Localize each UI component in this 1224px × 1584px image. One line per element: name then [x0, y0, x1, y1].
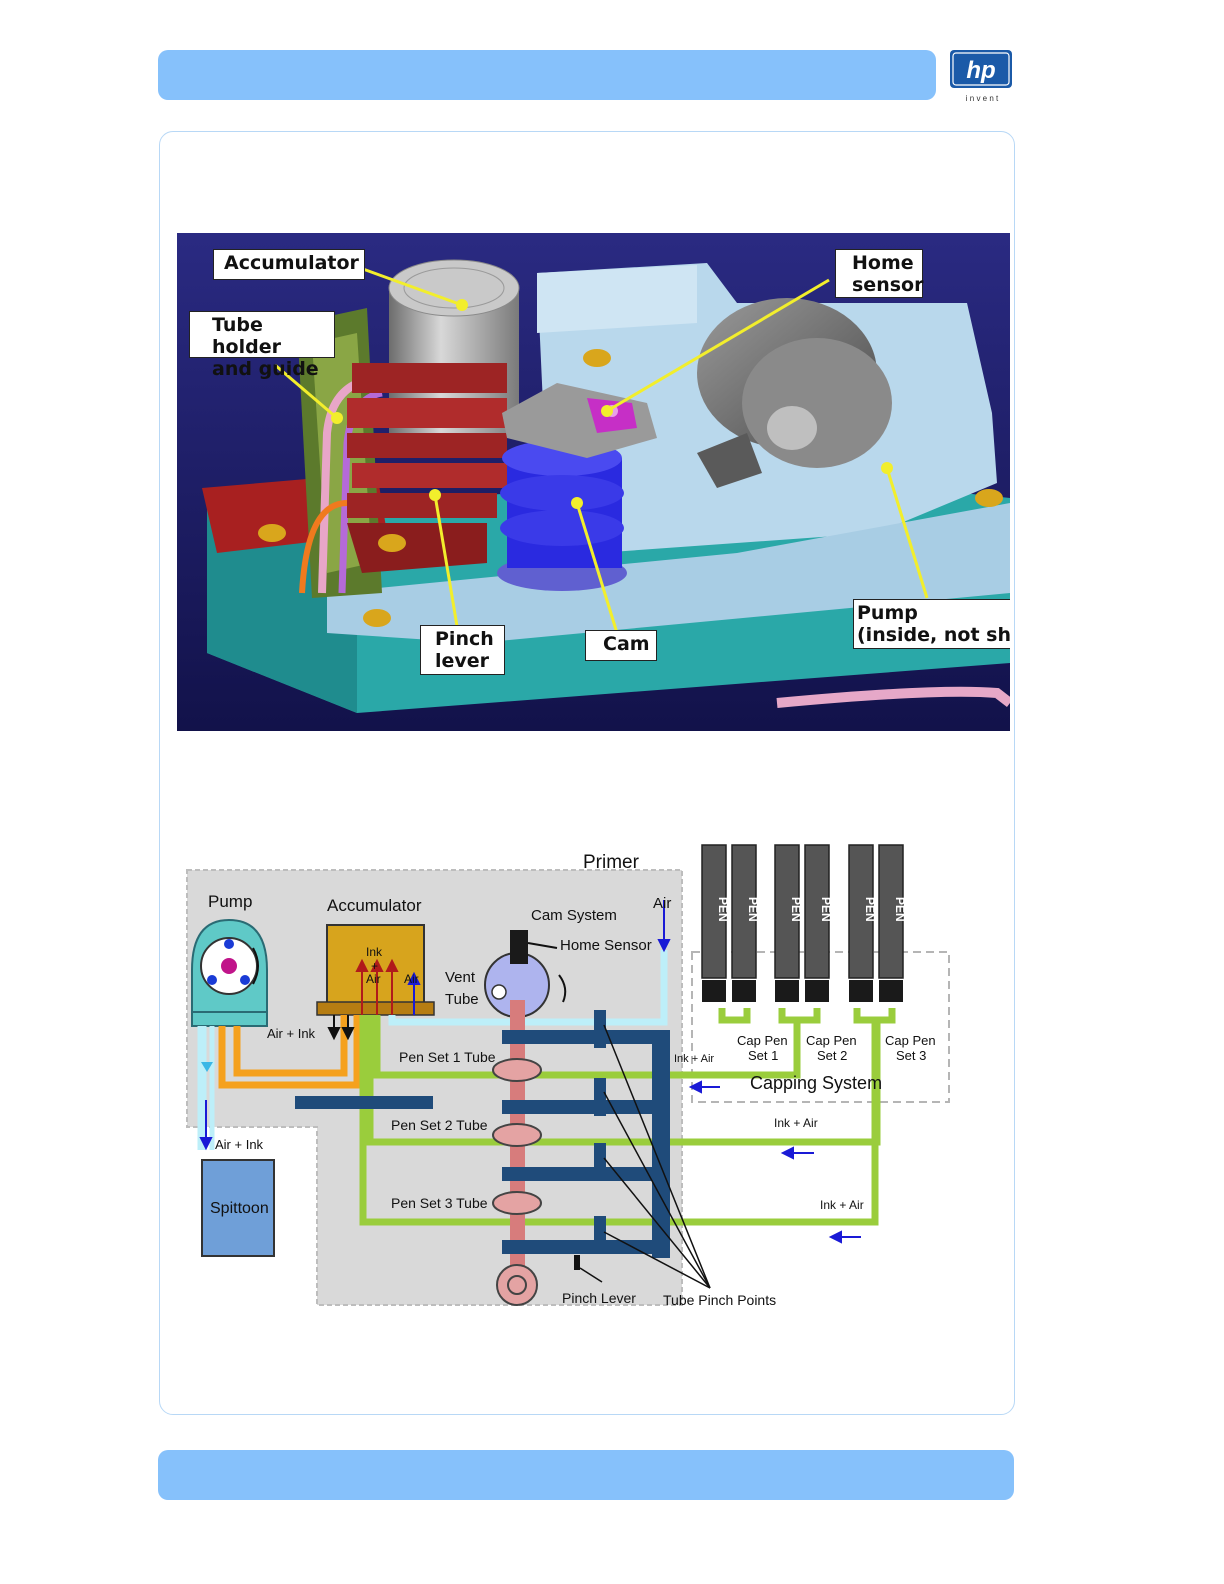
pen-label: PEN: [746, 897, 760, 922]
primer-assembly-render: Accumulator Tube holder and guide Home s…: [177, 233, 1010, 731]
svg-text:Set 2: Set 2: [817, 1048, 847, 1063]
pen-label: PEN: [716, 897, 730, 922]
svg-text:Air: Air: [366, 972, 381, 986]
content-frame: [159, 131, 1015, 1415]
header-bar: [158, 50, 936, 100]
capping-system-box: [691, 951, 950, 1103]
svg-text:+: +: [371, 959, 378, 973]
svg-text:Set 1: Set 1: [748, 1048, 778, 1063]
pen-label: PEN: [789, 897, 803, 922]
label-pump: Pump (inside, not show: [853, 599, 1010, 649]
tube-pinch-points-label: Tube Pinch Points: [663, 1292, 776, 1308]
label-cam: Cam: [585, 630, 657, 661]
svg-text:Ink: Ink: [366, 945, 383, 959]
pen-label: PEN: [819, 897, 833, 922]
svg-text:Set 3: Set 3: [896, 1048, 926, 1063]
svg-text:hp: hp: [966, 57, 995, 84]
footer-bar: [158, 1450, 1014, 1500]
pump-label: Pump: [208, 892, 252, 911]
svg-text:Air: Air: [653, 895, 671, 912]
svg-text:Cap Pen: Cap Pen: [885, 1033, 936, 1048]
pinch-lever-label: Pinch Lever: [562, 1290, 636, 1306]
primer-region: [186, 869, 683, 1306]
spittoon-label: Spittoon: [210, 1200, 269, 1217]
primer-schematic: Primer Pump Accumulator Ink + Air Air Ve…: [186, 844, 950, 1308]
svg-text:Pen Set 2 Tube: Pen Set 2 Tube: [391, 1117, 488, 1133]
svg-text:Pen Set 3 Tube: Pen Set 3 Tube: [391, 1195, 488, 1211]
svg-text:Tube: Tube: [445, 991, 479, 1008]
label-home-sensor: Home sensor: [835, 249, 923, 298]
label-pinch-lever: Pinch lever: [420, 625, 505, 675]
svg-text:Ink + Air: Ink + Air: [774, 1116, 818, 1130]
svg-text:Cap Pen: Cap Pen: [737, 1033, 788, 1048]
pen-label: PEN: [893, 897, 907, 922]
svg-text:Pen Set 1 Tube: Pen Set 1 Tube: [399, 1049, 496, 1065]
svg-text:i n v e n t: i n v e n t: [966, 94, 999, 103]
hp-logo: hp i n v e n t: [950, 50, 1012, 103]
cam-system-label: Cam System: [531, 907, 617, 924]
primer-title: Primer: [583, 852, 640, 873]
pen-label: PEN: [863, 897, 877, 922]
capping-system-label: Capping System: [750, 1073, 882, 1093]
svg-text:Air + Ink: Air + Ink: [215, 1137, 264, 1152]
svg-text:Ink + Air: Ink + Air: [674, 1053, 714, 1065]
svg-text:Vent: Vent: [445, 969, 476, 986]
home-sensor-label: Home Sensor: [560, 937, 652, 954]
svg-text:Air + Ink: Air + Ink: [267, 1026, 316, 1041]
label-tube-holder: Tube holder and guide: [189, 311, 335, 380]
accumulator-label: Accumulator: [327, 896, 422, 915]
svg-text:Cap Pen: Cap Pen: [806, 1033, 857, 1048]
svg-text:Air: Air: [404, 972, 419, 986]
label-accumulator: Accumulator: [213, 249, 365, 280]
svg-text:Ink + Air: Ink + Air: [820, 1198, 864, 1212]
